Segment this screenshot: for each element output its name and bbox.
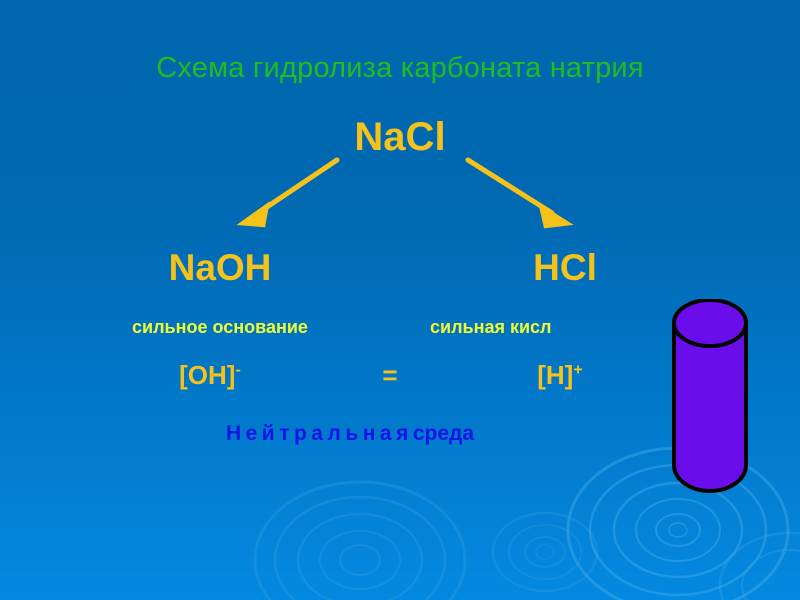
strength-label-acid: сильная кисл <box>430 317 552 337</box>
arrow-right-shaft <box>465 157 555 216</box>
strength-label-base: сильное основание <box>132 317 308 337</box>
ion-concentration-hydroxide: [OH]- <box>110 360 310 391</box>
cylinder-top-ellipse <box>672 299 748 348</box>
conclusion-spaced-word: Нейтральная <box>225 422 413 445</box>
slide-title: Схема гидролиза карбоната натрия <box>156 52 644 84</box>
arrow-left-shaft <box>255 157 340 216</box>
ion-left-charge: - <box>235 360 241 379</box>
purple-cylinder-shape <box>672 299 748 493</box>
ion-right-formula: [H] <box>537 360 574 390</box>
arrow-left-head <box>236 201 270 228</box>
ion-left-formula: [OH] <box>179 360 236 390</box>
product-formula-base: NaOH <box>168 247 272 288</box>
equation-operator: = <box>382 360 398 390</box>
ion-right-charge: + <box>573 360 583 379</box>
conclusion-plain-word: среда <box>412 422 475 445</box>
conclusion-text: Нейтральнаясреда <box>90 422 610 446</box>
cylinder-body <box>672 321 748 493</box>
arrow-right-head <box>538 202 574 229</box>
product-formula-acid: HCl <box>533 247 597 288</box>
salt-formula: NaCl <box>354 115 446 159</box>
ion-concentration-hydrogen: [H]+ <box>460 360 660 391</box>
